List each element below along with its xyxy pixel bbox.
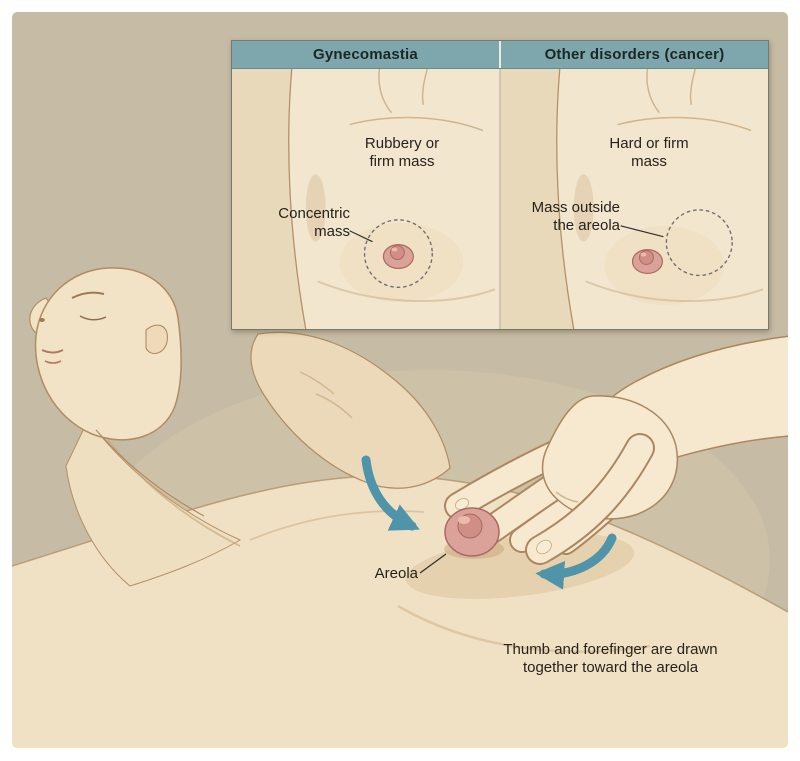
mass-outside-leader-line bbox=[620, 225, 664, 238]
inset-panel: Gynecomastia Other disorders (cancer) bbox=[231, 40, 769, 330]
patient-head bbox=[29, 267, 205, 517]
label-mass-outside-areola: Mass outside the areola bbox=[531, 199, 620, 235]
inset-left-nipple bbox=[389, 245, 405, 261]
label-concentric-mass: Concentric mass bbox=[278, 205, 350, 241]
ear bbox=[145, 324, 168, 354]
patient-arm bbox=[250, 331, 451, 489]
nostril bbox=[39, 318, 45, 322]
thumb-fingernail bbox=[536, 539, 552, 555]
arrow-right bbox=[535, 533, 617, 590]
inset-left-chest bbox=[232, 69, 500, 329]
inset-header: Gynecomastia Other disorders (cancer) bbox=[232, 41, 768, 69]
label-areola: Areola bbox=[374, 565, 418, 582]
eyebrow bbox=[71, 291, 105, 299]
dotted-circle-outside-areola bbox=[665, 209, 733, 277]
concentric-mass-leader-line bbox=[349, 230, 373, 243]
inset-right-nipple bbox=[638, 250, 654, 265]
dotted-circle-concentric bbox=[363, 219, 433, 289]
inset-header-other-disorders: Other disorders (cancer) bbox=[499, 41, 768, 68]
nipple-highlight bbox=[458, 516, 470, 524]
inset-right-chest bbox=[500, 69, 768, 329]
caption-text: Thumb and forefinger are drawn together … bbox=[503, 641, 718, 677]
closed-eye bbox=[79, 315, 107, 321]
lower-lip bbox=[44, 360, 62, 364]
label-hard-firm-mass: Hard or firm mass bbox=[609, 135, 689, 171]
inset-illustration bbox=[232, 69, 768, 329]
upper-lip bbox=[41, 349, 64, 354]
hand-back bbox=[541, 395, 678, 520]
areola-leader-line bbox=[419, 553, 447, 574]
inset-body: Rubbery or firm mass Hard or firm mass C… bbox=[232, 69, 768, 329]
thumb bbox=[525, 433, 655, 565]
examiner-hand bbox=[444, 395, 678, 565]
nipple-areola bbox=[444, 507, 504, 559]
inset-header-gynecomastia: Gynecomastia bbox=[313, 46, 418, 63]
label-rubbery-firm-mass: Rubbery or firm mass bbox=[364, 135, 440, 171]
knuckle-crease bbox=[555, 491, 579, 503]
jaw-line bbox=[95, 429, 205, 517]
arrow-left bbox=[361, 455, 420, 531]
